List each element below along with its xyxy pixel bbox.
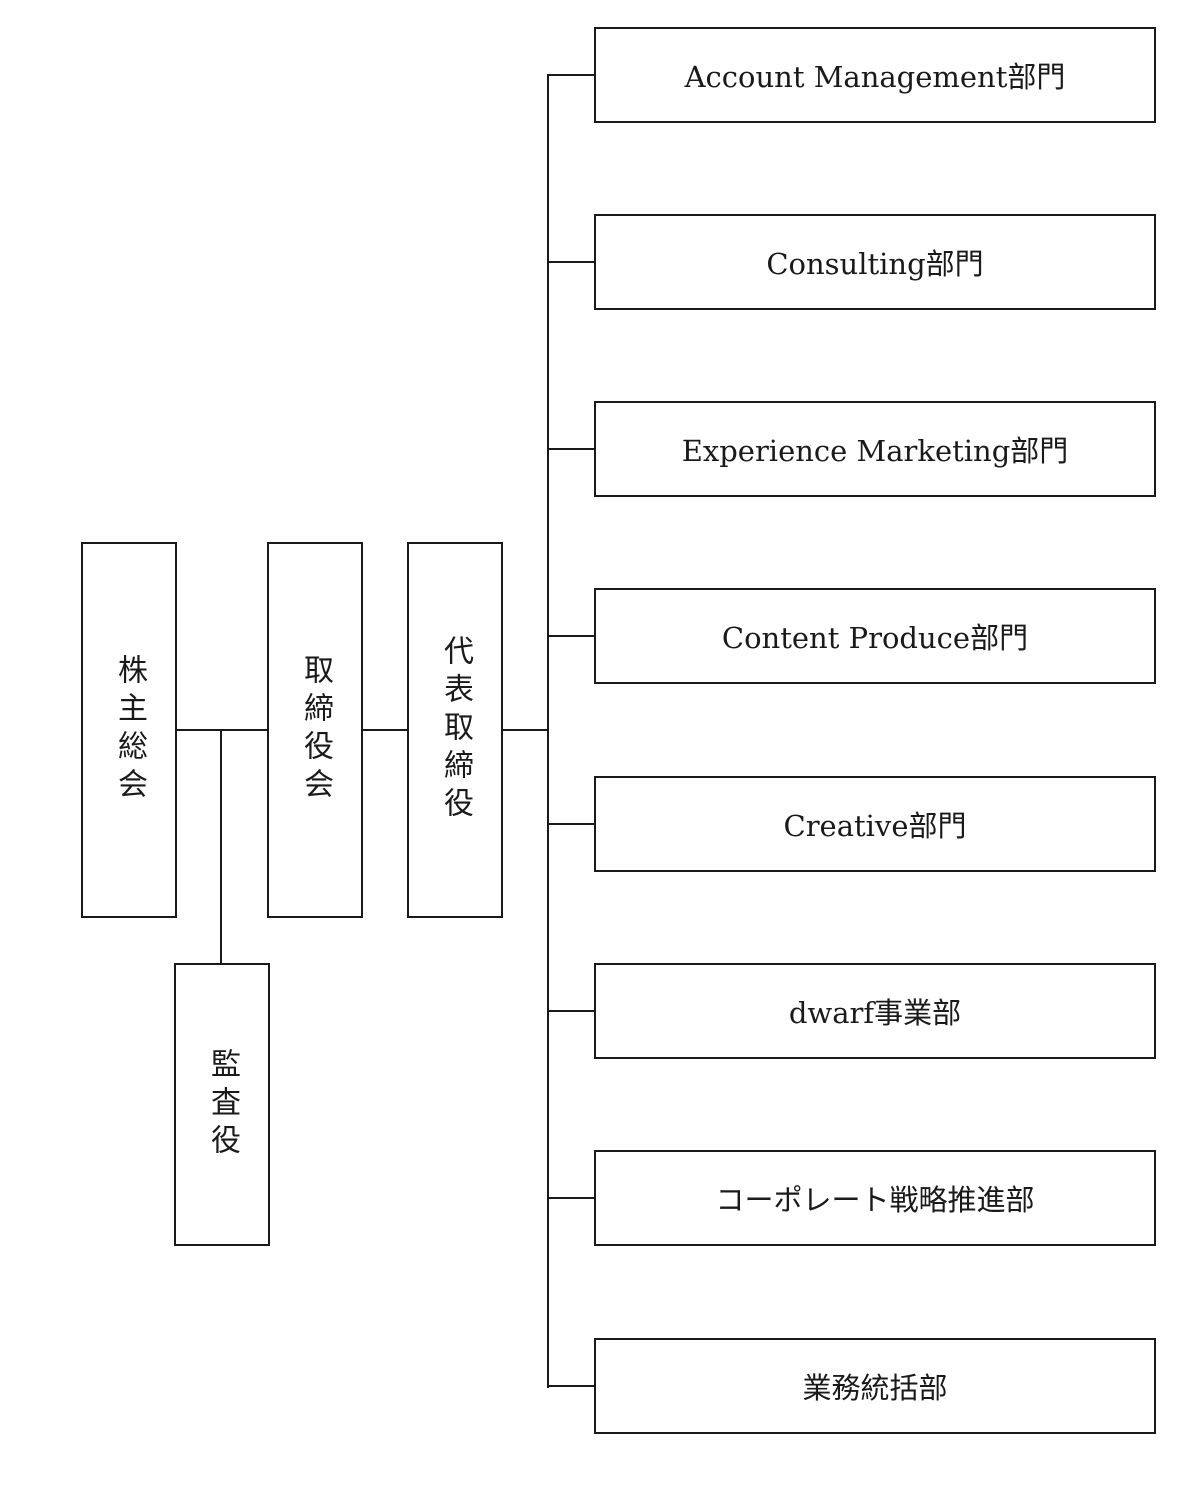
connector-board-ceo	[361, 729, 409, 731]
branch-line	[547, 261, 595, 263]
representative-director-label: 代表取締役	[438, 635, 473, 825]
board-of-directors-label: 取締役会	[298, 654, 333, 806]
department-box: Consulting部門	[594, 214, 1156, 310]
branch-line	[547, 1010, 595, 1012]
shareholders-meeting-box: 株主総会	[81, 542, 177, 918]
department-label: Creative部門	[783, 809, 967, 843]
connector-ceo-trunk	[501, 729, 549, 731]
department-label: Consulting部門	[766, 247, 984, 281]
connector-to-auditor	[220, 729, 222, 965]
department-box: コーポレート戦略推進部	[594, 1150, 1156, 1246]
department-box: 業務統括部	[594, 1338, 1156, 1434]
branch-line	[547, 1197, 595, 1199]
branch-line	[547, 635, 595, 637]
department-box: Creative部門	[594, 776, 1156, 872]
department-box: Account Management部門	[594, 27, 1156, 123]
representative-director-box: 代表取締役	[407, 542, 503, 918]
branch-line	[547, 448, 595, 450]
branch-line	[547, 823, 595, 825]
department-label: Content Produce部門	[721, 621, 1029, 655]
auditor-label: 監査役	[205, 1047, 240, 1162]
branch-line	[547, 74, 595, 76]
department-trunk-line	[547, 74, 549, 1388]
auditor-box: 監査役	[174, 963, 270, 1246]
department-box: Experience Marketing部門	[594, 401, 1156, 497]
department-box: dwarf事業部	[594, 963, 1156, 1059]
department-label: dwarf事業部	[788, 996, 962, 1030]
department-label: 業務統括部	[802, 1371, 948, 1405]
board-of-directors-box: 取締役会	[267, 542, 363, 918]
department-label: Account Management部門	[684, 60, 1066, 94]
connector-shareholders-board	[175, 729, 269, 731]
shareholders-meeting-label: 株主総会	[112, 654, 147, 806]
department-label: コーポレート戦略推進部	[715, 1183, 1035, 1217]
branch-line	[547, 1385, 595, 1387]
department-box: Content Produce部門	[594, 588, 1156, 684]
department-label: Experience Marketing部門	[681, 434, 1069, 468]
